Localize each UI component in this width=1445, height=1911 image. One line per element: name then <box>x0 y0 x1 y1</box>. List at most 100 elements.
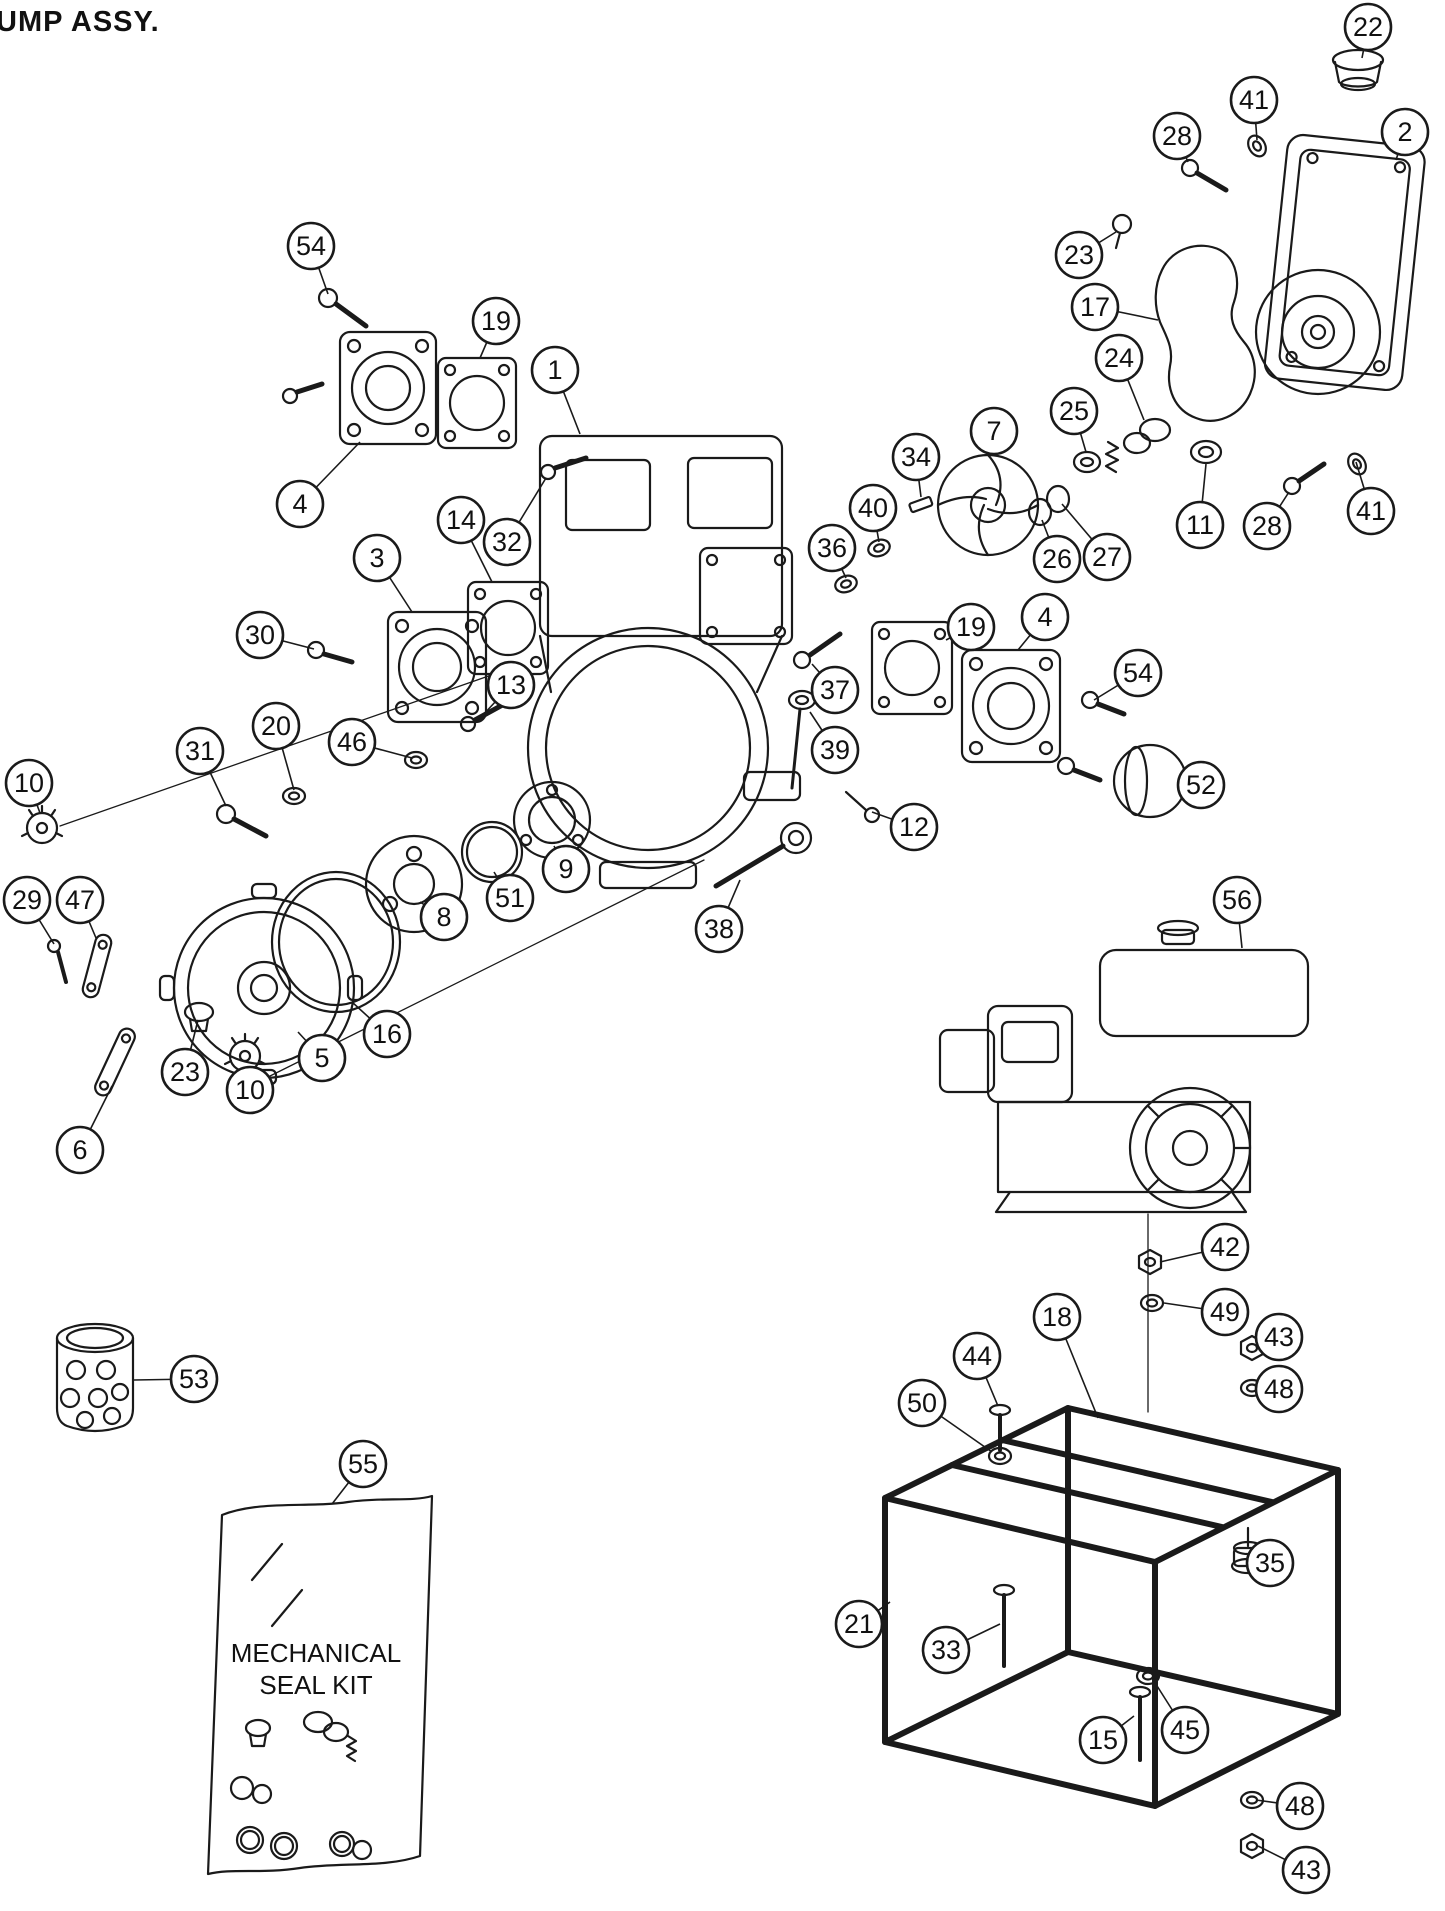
flange-gasket <box>436 356 518 450</box>
pump-cover-assembly <box>1072 48 1426 496</box>
callout-number: 10 <box>14 768 44 798</box>
callout-2: 2 <box>1380 107 1430 157</box>
callout-circle <box>1380 107 1430 157</box>
callout-number: 54 <box>296 231 326 261</box>
callout-circle <box>55 875 105 925</box>
cover-plate <box>1263 133 1426 392</box>
callout-50: 50 <box>897 1378 947 1428</box>
callout-number: 30 <box>245 620 275 650</box>
callout-number: 48 <box>1285 1791 1315 1821</box>
callout-circle <box>810 665 860 715</box>
callout-44: 44 <box>952 1331 1002 1381</box>
callout-10: 10 <box>4 758 54 808</box>
callout-circle <box>1200 1222 1250 1272</box>
callout-21: 21 <box>834 1599 884 1649</box>
callout-number: 39 <box>820 735 850 765</box>
callout-circle <box>1343 2 1393 52</box>
callout-number: 8 <box>436 902 451 932</box>
callout-40: 40 <box>848 483 898 533</box>
callout-number: 46 <box>337 727 367 757</box>
callout-36: 36 <box>807 523 857 573</box>
callout-number: 17 <box>1080 292 1110 322</box>
callout-number: 33 <box>931 1635 961 1665</box>
callout-number: 10 <box>235 1075 265 1105</box>
callout-circle <box>235 610 285 660</box>
callout-circle <box>1020 592 1070 642</box>
callout-circle <box>251 701 301 751</box>
callout-49: 49 <box>1200 1287 1250 1337</box>
callout-number: 29 <box>12 885 42 915</box>
pipe-plug <box>183 1001 215 1033</box>
impeller <box>936 453 1040 557</box>
strainer <box>55 1322 135 1433</box>
callout-10: 10 <box>225 1065 275 1115</box>
callout-16: 16 <box>362 1009 412 1059</box>
pivot-rod <box>787 689 817 790</box>
callout-number: 48 <box>1264 1374 1294 1404</box>
callout-number: 14 <box>446 505 476 535</box>
cover-gasket <box>1154 244 1256 422</box>
callout-circle <box>1070 282 1120 332</box>
callout-number: 42 <box>1210 1232 1240 1262</box>
callout-8: 8 <box>419 892 469 942</box>
callout-41: 41 <box>1346 486 1396 536</box>
callout-circle <box>1254 1312 1304 1362</box>
callout-circle <box>1200 1287 1250 1337</box>
callout-circle <box>275 479 325 529</box>
bolt <box>1282 461 1327 496</box>
callout-circle <box>486 660 536 710</box>
washer <box>281 786 307 806</box>
callout-number: 47 <box>65 885 95 915</box>
callout-number: 5 <box>314 1043 329 1073</box>
callout-14: 14 <box>436 495 486 545</box>
bolt <box>992 1583 1016 1668</box>
callout-number: 19 <box>481 306 511 336</box>
callout-3: 3 <box>352 533 402 583</box>
washer <box>403 750 429 770</box>
callout-53: 53 <box>169 1354 219 1404</box>
page-title: UMP ASSY. <box>0 6 160 38</box>
callout-circle <box>848 483 898 533</box>
diagram-line-art <box>20 48 1426 1876</box>
callout-28: 28 <box>1152 111 1202 161</box>
callout-circle <box>897 1378 947 1428</box>
o-ring <box>460 820 524 884</box>
callout-7: 7 <box>969 406 1019 456</box>
callout-circle <box>55 1125 105 1175</box>
callout-15: 15 <box>1078 1715 1128 1765</box>
callout-circle <box>225 1065 275 1115</box>
callout-29: 29 <box>2 875 52 925</box>
callout-circle <box>1346 486 1396 536</box>
callout-number: 54 <box>1123 658 1153 688</box>
callout-56: 56 <box>1212 875 1262 925</box>
callout-23: 23 <box>160 1047 210 1097</box>
callout-number: 51 <box>495 883 525 913</box>
seal-seat <box>1189 439 1223 465</box>
callout-number: 43 <box>1291 1855 1321 1885</box>
star-knob <box>223 1032 267 1073</box>
callout-number: 15 <box>1088 1725 1118 1755</box>
pipe-cap <box>1112 743 1188 819</box>
callout-circle <box>1281 1845 1331 1895</box>
callout-circle <box>436 495 486 545</box>
callout-circle <box>286 221 336 271</box>
handle-link <box>94 1027 136 1097</box>
callout-circle <box>327 717 377 767</box>
callout-number: 28 <box>1252 511 1282 541</box>
callout-46: 46 <box>327 717 377 767</box>
bolt <box>215 803 269 839</box>
callout-circle <box>891 432 941 482</box>
callout-circle <box>1212 875 1262 925</box>
callout-circle <box>1160 1705 1210 1755</box>
callout-32: 32 <box>482 517 532 567</box>
callout-circle <box>952 1331 1002 1381</box>
bolt <box>317 287 369 329</box>
callout-number: 26 <box>1042 544 1072 574</box>
callout-45: 45 <box>1160 1705 1210 1755</box>
callout-number: 35 <box>1255 1548 1285 1578</box>
callout-circle <box>1032 534 1082 584</box>
volute-boss <box>1254 268 1382 396</box>
bolt <box>988 1403 1012 1452</box>
callout-circle <box>352 533 402 583</box>
callout-circle <box>541 844 591 894</box>
